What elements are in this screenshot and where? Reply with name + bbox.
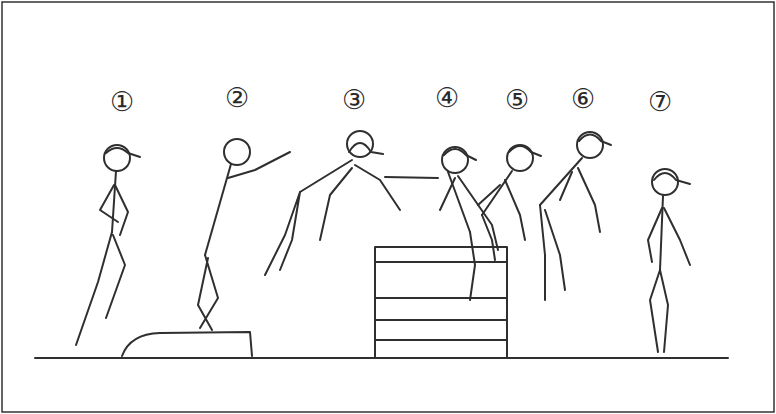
callout-number: ⑤ [505, 86, 529, 113]
callout-number: ④ [435, 84, 459, 111]
callout-number: ② [225, 84, 249, 111]
figure-landing [648, 169, 690, 352]
vaulting-box [375, 247, 507, 358]
callout-number: ⑥ [571, 85, 595, 112]
figure-support [440, 147, 498, 300]
figure-descent [540, 132, 611, 300]
callout-number: ① [110, 88, 134, 115]
springboard [122, 332, 252, 356]
figure-run [76, 145, 140, 345]
figure-flight [265, 131, 438, 275]
figure-takeoff [198, 139, 290, 330]
figure-push [478, 145, 541, 260]
callout-number: ③ [342, 86, 366, 113]
callout-number: ⑦ [648, 88, 672, 115]
